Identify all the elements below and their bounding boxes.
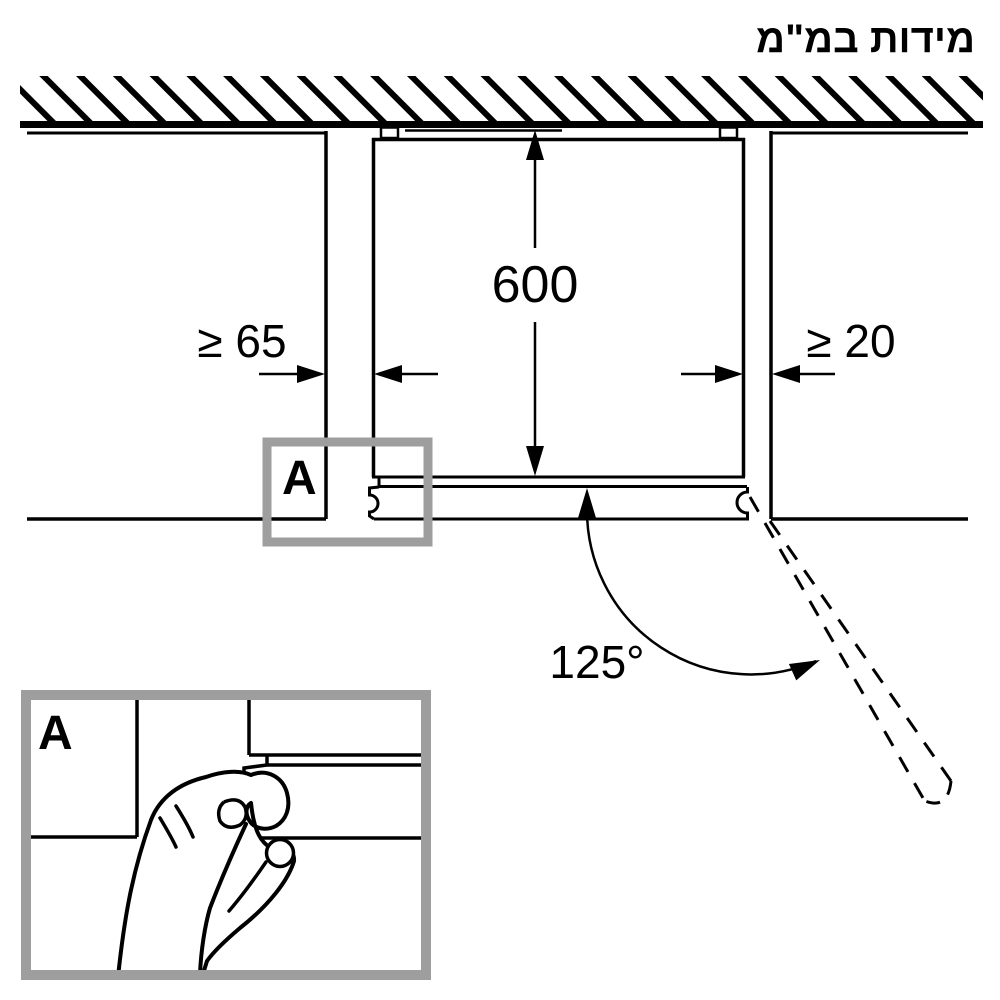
detail-callout: A (262, 437, 433, 547)
door-handle-recess (368, 485, 380, 521)
door-hinge-knuckle (735, 487, 749, 521)
door-closed (368, 477, 749, 521)
right-clearance-dimension: ≥ 20 (681, 315, 896, 383)
left-clearance-arrow-left (374, 365, 402, 383)
detail-view-label: A (38, 707, 73, 760)
right-wall (769, 131, 968, 521)
swing-arrow-end (788, 660, 820, 681)
hand-gripping-handle-illustration (116, 769, 296, 979)
cabinet-top-spacer-left (379, 126, 400, 140)
thumb-nail (264, 837, 296, 869)
right-clearance-arrow-right (715, 365, 743, 383)
hand-crease-1 (158, 816, 178, 849)
open-door-end-cap (924, 780, 953, 805)
left-clearance-label: ≥ 65 (197, 315, 286, 367)
door-swing-arc (585, 509, 817, 676)
page-title: מידות במ"מ (756, 17, 975, 61)
palm-edge-line (198, 822, 248, 976)
detail-view: A (21, 690, 431, 980)
ceiling-wall (20, 76, 983, 135)
open-door-outer-face (768, 520, 953, 782)
door-angle-label: 125° (549, 636, 644, 688)
cabinet-top-spacer-right (718, 126, 739, 140)
left-clearance-arrow-right (297, 365, 325, 383)
depth-dimension: 600 (492, 130, 579, 476)
hand-crease-2 (174, 804, 195, 839)
detail-view-frame (21, 690, 431, 980)
depth-arrow-down (526, 446, 544, 476)
right-clearance-arrow-left (772, 365, 800, 383)
hand-silhouette (116, 769, 296, 979)
left-wall (27, 131, 328, 521)
door-swing: 125° (549, 488, 953, 805)
detail-callout-frame (262, 437, 433, 547)
depth-arrow-up (526, 130, 544, 160)
depth-dimension-label: 600 (492, 256, 579, 314)
detail-callout-label: A (282, 452, 317, 505)
thumb-inner-line (227, 860, 268, 913)
finger-nail (216, 798, 248, 829)
swing-arrow-up (578, 488, 596, 518)
open-door-inner-face (748, 496, 925, 799)
door-open-dashed (748, 496, 953, 805)
right-clearance-label: ≥ 20 (806, 315, 895, 367)
ceiling-hatch (20, 76, 983, 121)
appliance-cabinet (371, 126, 746, 479)
left-clearance-dimension: ≥ 65 (197, 315, 438, 383)
